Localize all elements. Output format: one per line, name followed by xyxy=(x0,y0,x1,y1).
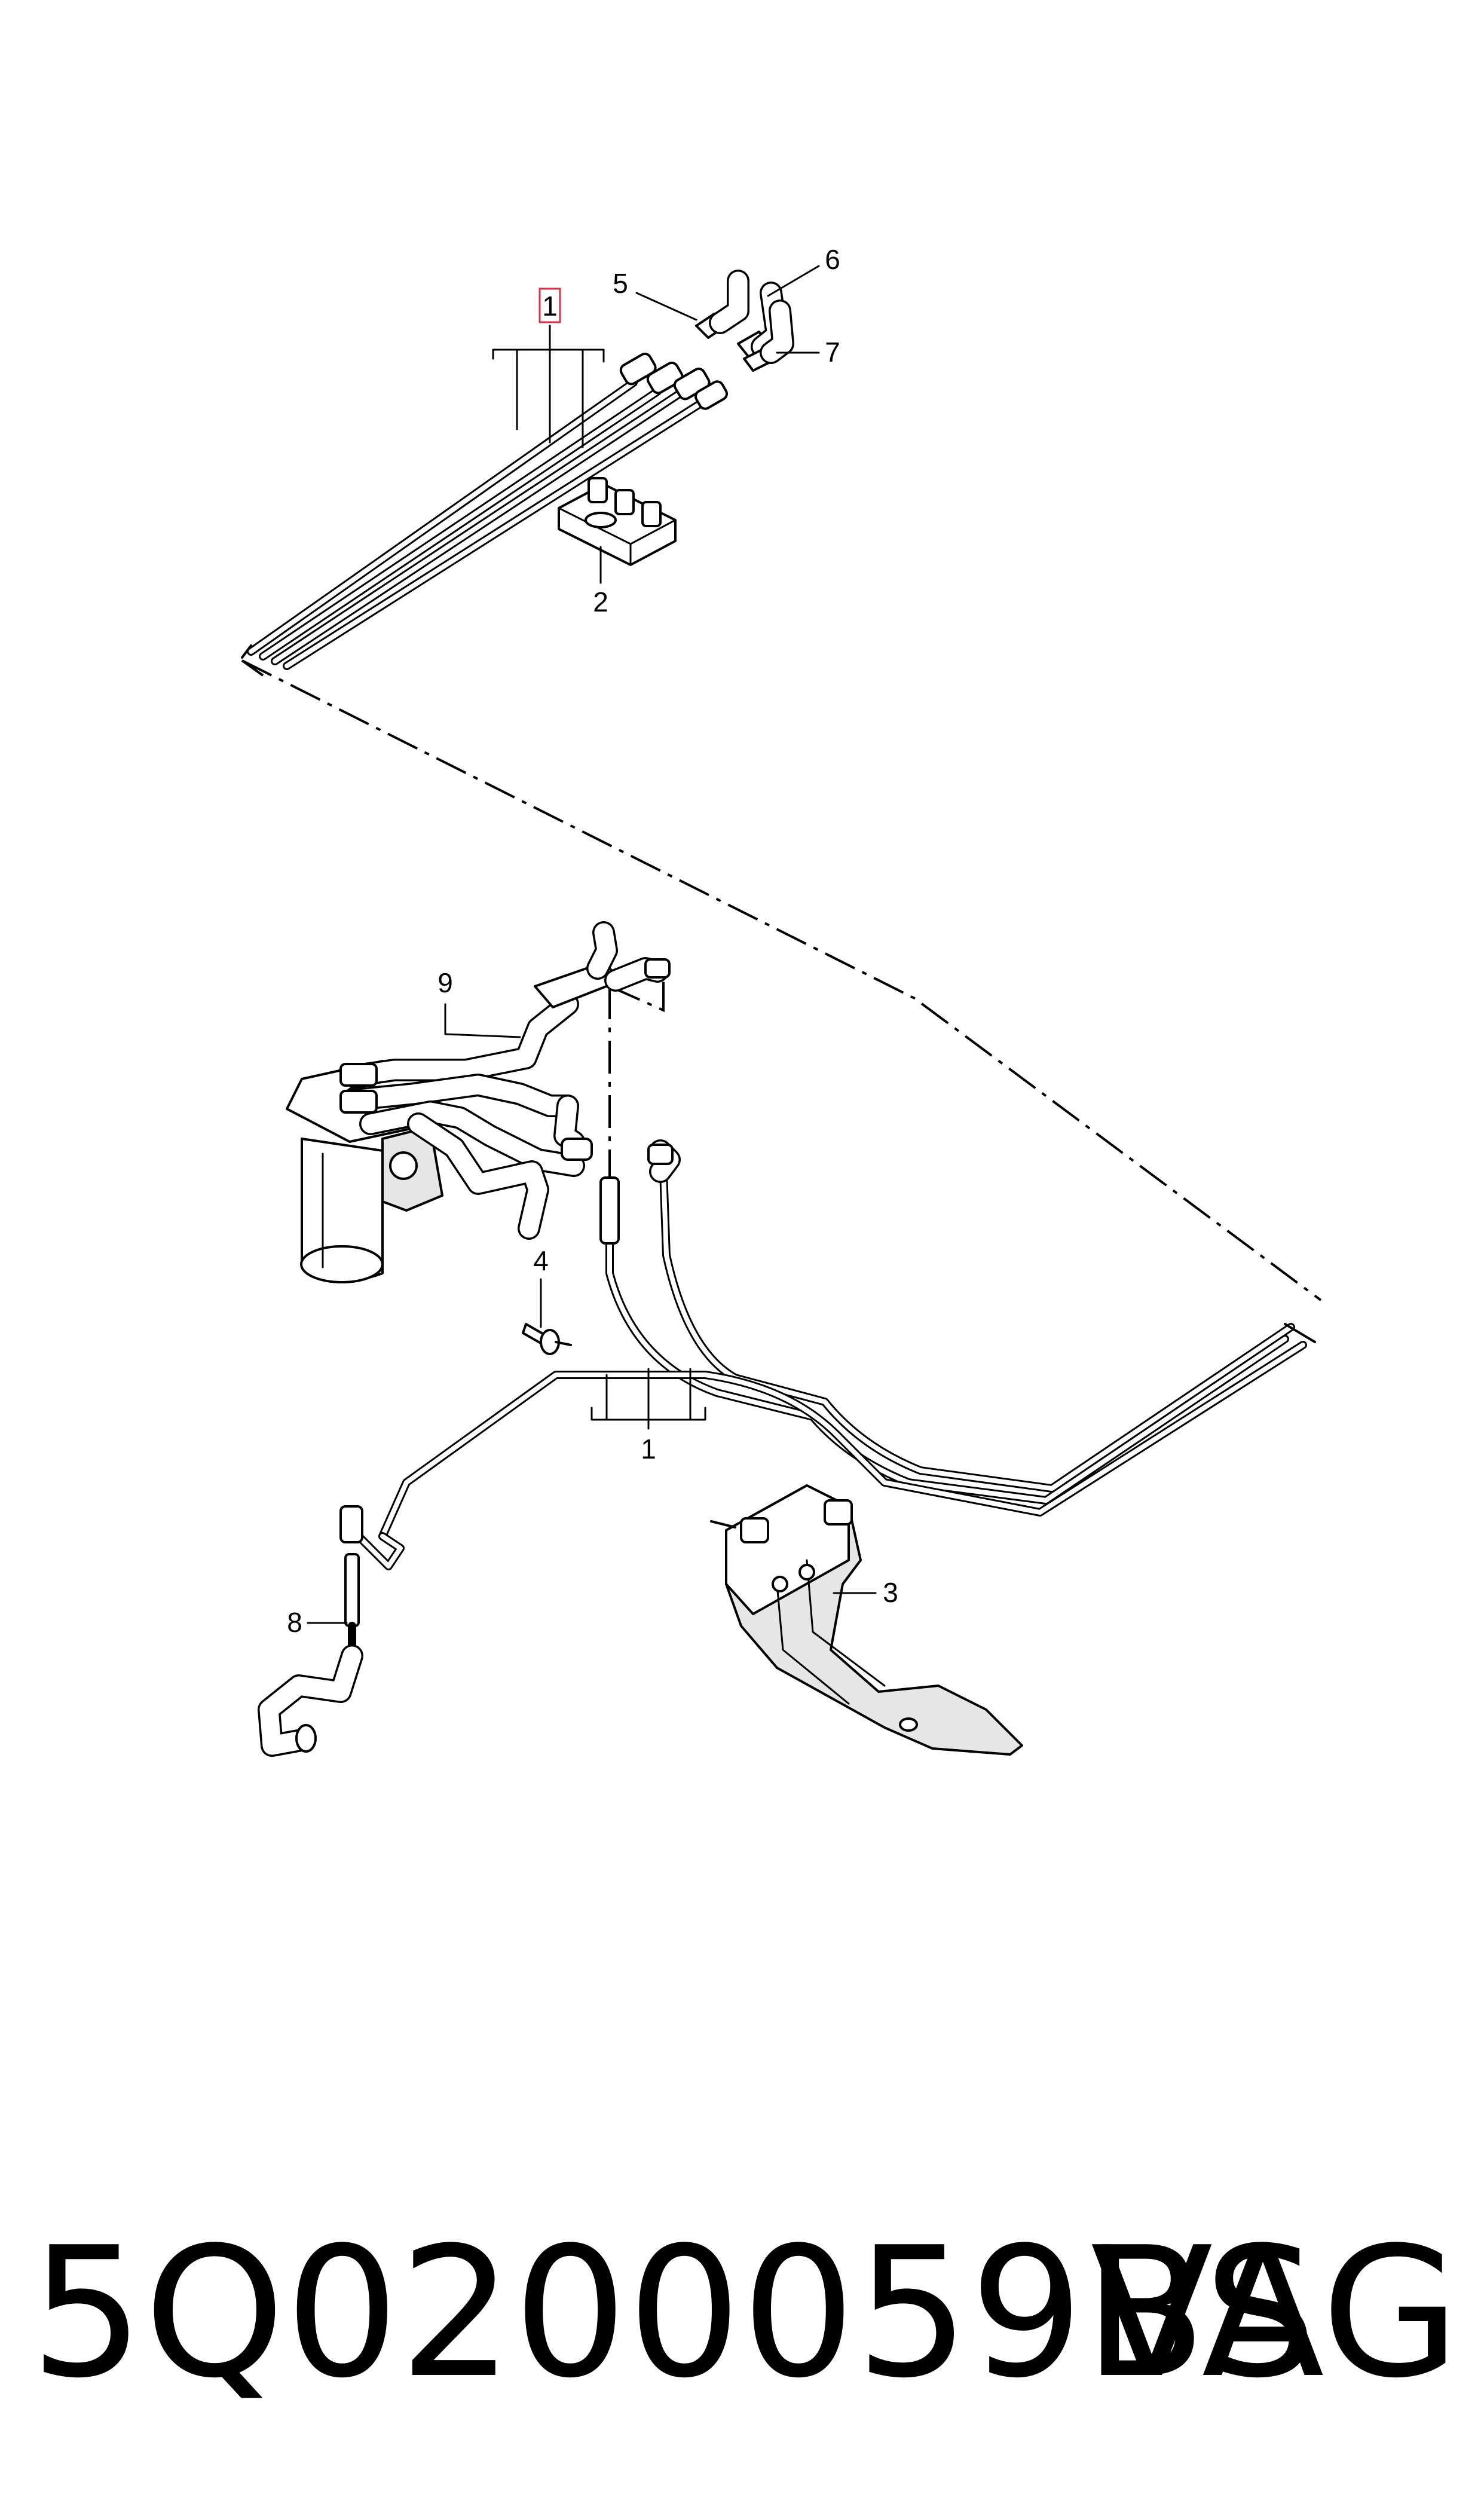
brand-name: VAG xyxy=(1090,2209,1460,2417)
callout-9: 9 xyxy=(437,967,453,998)
callout-5: 5 xyxy=(613,268,628,299)
callout-8: 8 xyxy=(287,1607,302,1638)
callout-labels: 1 2 5 6 7 9 4 1 3 8 xyxy=(287,244,898,1638)
callout-1-highlight xyxy=(538,288,561,323)
lower-pipe-bundle xyxy=(348,1139,1316,1570)
callout-6: 6 xyxy=(825,244,840,275)
screw-part-4 xyxy=(522,1323,572,1355)
hose-part-8 xyxy=(258,1505,363,1757)
bracket-part-2 xyxy=(558,477,677,566)
callout-2: 2 xyxy=(593,586,608,617)
callout-3: 3 xyxy=(883,1577,898,1608)
angle-fittings xyxy=(695,270,794,372)
callout-1-bottom: 1 xyxy=(641,1433,656,1465)
callout-7: 7 xyxy=(825,337,840,368)
callout-1-top: 1 xyxy=(542,291,558,322)
part-number: 5Q0200059BS xyxy=(30,2209,1318,2417)
callout-4: 4 xyxy=(533,1245,549,1276)
leader-lines xyxy=(307,265,877,1624)
upper-pipe-bundle xyxy=(241,352,728,670)
dash-dot-connector xyxy=(241,659,1322,1301)
heat-shield-part-3 xyxy=(710,1484,1023,1756)
fuel-filter-part-9 xyxy=(286,921,671,1283)
